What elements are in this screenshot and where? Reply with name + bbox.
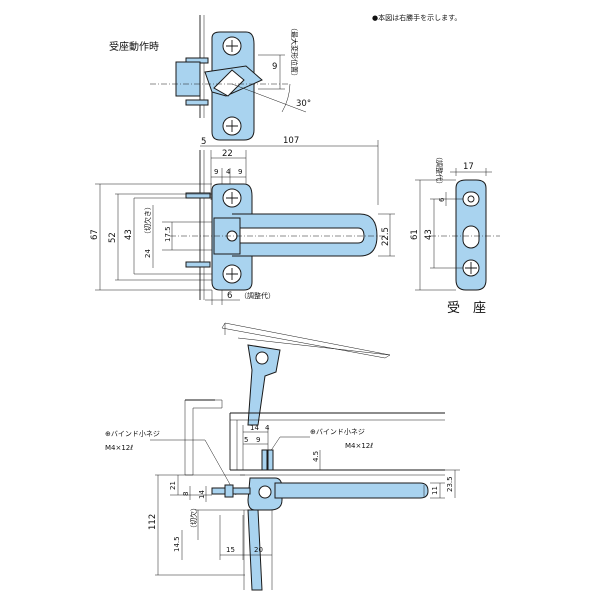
dim-52: 52 [108, 232, 118, 243]
dim-9b: 9 [238, 168, 242, 176]
bottom-dim-8: 8 [182, 492, 190, 496]
receiver-dim-61: 61 [410, 229, 420, 240]
installation-section-view: ⊕バインド小ネジ M4×12ℓ ⊕バインド小ネジ M4×12ℓ 14 4 5 9… [105, 322, 460, 591]
notch-label: （切欠き） [143, 203, 152, 238]
bottom-dim-14b: 14 [198, 490, 206, 499]
bottom-dim-5: 5 [244, 436, 248, 444]
right-hand-note: ●本図は右勝手を示します。 [372, 13, 461, 22]
screw-left-name: ⊕バインド小ネジ [105, 429, 160, 438]
bottom-dim-21: 21 [169, 481, 177, 490]
dim-22-5: 22.5 [381, 227, 391, 246]
receiver-view: 17 （調整代） 6 61 43 受 座 [410, 153, 500, 316]
receiver-dim-43: 43 [424, 229, 434, 240]
dim-4: 4 [226, 168, 231, 176]
screw-right-name: ⊕バインド小ネジ [310, 427, 365, 436]
screw-right-size: M4×12ℓ [345, 442, 373, 450]
dim-9: 9 [272, 62, 277, 72]
receiver-operation-view: 受座動作時 9 （最大変形位置） 30° [109, 15, 311, 141]
receiver-title: 受 座 [447, 301, 486, 316]
bottom-dim-11: 11 [431, 486, 439, 495]
dim-5: 5 [201, 137, 206, 147]
bottom-dim-112: 112 [148, 514, 158, 530]
dim-17-5: 17.5 [164, 226, 172, 242]
notch-label-2: （切欠） [189, 504, 198, 532]
bottom-dim-20: 20 [254, 546, 263, 554]
bottom-dim-4: 4 [265, 424, 270, 432]
adjust-label: （調整代） [240, 291, 275, 300]
bottom-dim-14: 14 [250, 424, 259, 432]
dim-67: 67 [90, 229, 100, 240]
screw-left-size: M4×12ℓ [105, 444, 133, 452]
dim-9a: 9 [214, 168, 218, 176]
max-deform-note: （最大変形位置） [290, 24, 299, 80]
bottom-dim-23-5: 23.5 [446, 476, 454, 492]
dim-107: 107 [283, 136, 299, 146]
bottom-dim-4-5: 4.5 [312, 451, 320, 462]
receiver-adjust-label: （調整代） [435, 153, 444, 188]
receiver-dim-6: 6 [438, 197, 446, 202]
dim-6: 6 [227, 291, 232, 301]
bottom-dim-15: 15 [226, 546, 235, 554]
receiver-dim-17: 17 [463, 162, 474, 172]
receiver-operation-title: 受座動作時 [109, 40, 159, 53]
dim-43: 43 [124, 229, 134, 240]
door-guard-front-view: 5 107 22 9 4 9 67 [90, 136, 395, 305]
dim-22: 22 [222, 149, 233, 159]
dim-24: 24 [144, 249, 152, 258]
bottom-dim-9: 9 [256, 436, 260, 444]
bottom-dim-14-5: 14.5 [173, 536, 181, 552]
dim-30deg: 30° [296, 99, 311, 109]
